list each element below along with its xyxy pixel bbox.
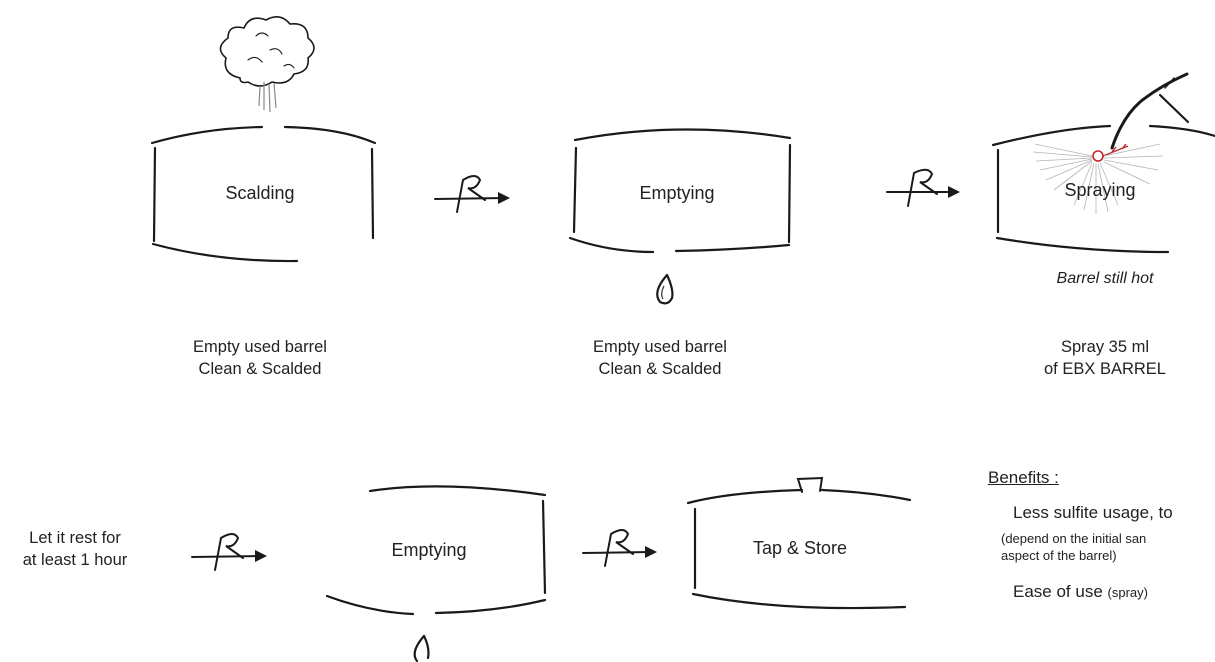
barrel-tap-store xyxy=(686,488,912,610)
benefit-note-line: aspect of the barrel) xyxy=(1001,548,1117,563)
benefit-item: Ease of use (spray) xyxy=(1013,582,1148,602)
flow-arrow-3 xyxy=(191,533,267,571)
benefit-item-label: Ease of use xyxy=(1013,582,1103,601)
rest-instruction: Let it rest for at least 1 hour xyxy=(0,527,150,571)
caption-line: Spray 35 ml xyxy=(1060,338,1150,356)
water-drop-icon xyxy=(656,273,674,305)
barrel-spraying xyxy=(991,124,1215,254)
flow-arrow-4 xyxy=(582,529,657,567)
barrel-emptying-1 xyxy=(568,128,792,254)
step-caption: Spray 35 ml of EBX BARREL xyxy=(1005,336,1205,380)
benefit-note-line: (depend on the initial san xyxy=(1001,531,1147,546)
barrel-emptying-2 xyxy=(325,485,547,616)
rest-line: Let it rest for xyxy=(29,529,121,547)
caption-line: Empty used barrel xyxy=(193,338,327,356)
rest-line: at least 1 hour xyxy=(22,551,128,569)
step-label-tap-store: Tap & Store xyxy=(752,538,848,558)
water-drop-icon xyxy=(413,634,430,662)
step-label-emptying: Emptying xyxy=(391,540,467,560)
spray-nozzle-icon xyxy=(1032,72,1190,214)
benefits-title: Benefits : xyxy=(988,468,1059,487)
flow-arrow-1 xyxy=(434,175,510,213)
barrel-scalding xyxy=(150,125,377,263)
benefit-note: (depend on the initial san aspect of the… xyxy=(1001,530,1146,564)
bung-icon xyxy=(796,476,824,493)
flow-arrow-2 xyxy=(886,168,960,207)
caption-line: Clean & Scalded xyxy=(598,360,722,378)
steam-cloud-icon xyxy=(219,16,315,113)
caption-line: of EBX BARREL xyxy=(1044,360,1166,378)
caption-line: Clean & Scalded xyxy=(198,360,322,378)
benefit-item-note: (spray) xyxy=(1107,585,1148,600)
step-label-emptying: Emptying xyxy=(639,183,715,203)
benefit-item: Less sulfite usage, to xyxy=(1013,503,1173,522)
caption-line: Empty used barrel xyxy=(593,338,727,356)
step-label-spraying: Spraying xyxy=(1064,180,1136,200)
barrel-hot-note: Barrel still hot xyxy=(1056,270,1154,287)
step-label-scalding: Scalding xyxy=(225,183,295,203)
step-caption: Empty used barrel Clean & Scalded xyxy=(560,336,760,380)
step-caption: Empty used barrel Clean & Scalded xyxy=(160,336,360,380)
